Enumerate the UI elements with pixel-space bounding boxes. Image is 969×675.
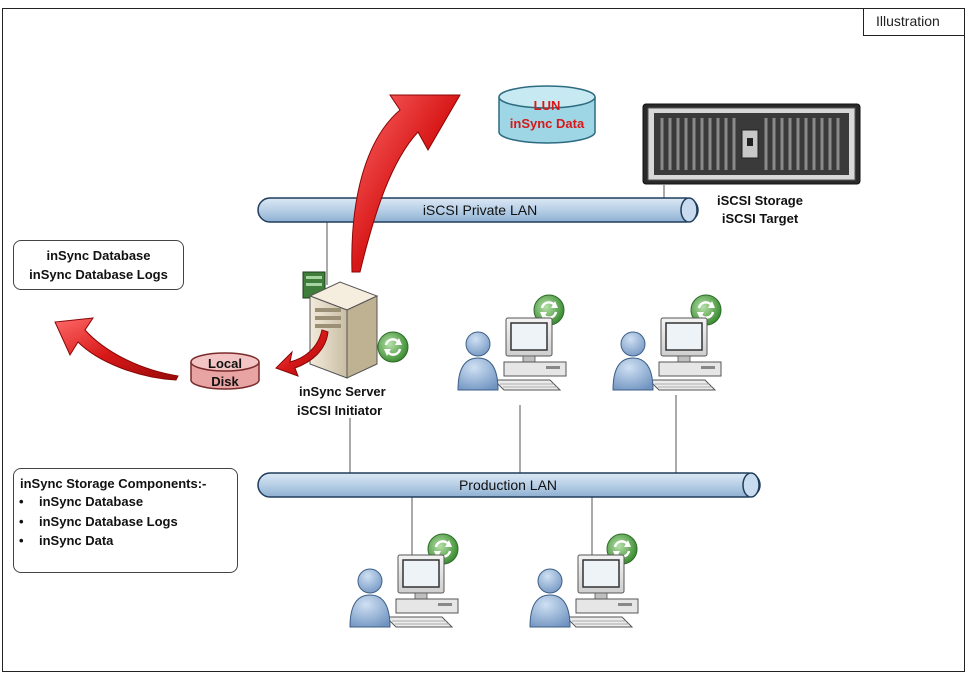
storage-target-label: iSCSI Target [721, 211, 799, 226]
local-disk-label-line1: Local [208, 356, 242, 371]
component-item-label: inSync Database Logs [39, 514, 178, 529]
component-item: •inSync Data [19, 533, 114, 548]
illustration-tag: Illustration [876, 13, 940, 29]
component-item: •inSync Database [19, 494, 144, 509]
component-item: •inSync Database Logs [19, 514, 178, 529]
workstation-2 [612, 317, 722, 391]
red-arrow-to-database [54, 317, 179, 381]
lun-cylinder [498, 85, 596, 144]
illustration-tag-box [863, 8, 965, 36]
production-lan-pipe [257, 472, 761, 498]
private-lan-label: iSCSI Private LAN [422, 202, 538, 218]
database-box: inSync Database inSync Database Logs [13, 240, 184, 290]
lun-insync-data-label: inSync Data [509, 116, 585, 131]
component-item-label: inSync Database [39, 494, 144, 509]
storage-array-icon [642, 103, 861, 185]
database-box-line1: inSync Database [46, 248, 151, 263]
local-disk-cylinder [190, 352, 260, 390]
lun-label: LUN [533, 98, 561, 113]
database-box-line2: inSync Database Logs [29, 267, 168, 282]
server-icon [302, 271, 379, 379]
red-arrow-to-local-disk [275, 329, 329, 377]
components-title: inSync Storage Components:- [20, 476, 207, 491]
component-item-label: inSync Data [39, 533, 114, 548]
server-sync-icon [376, 330, 410, 364]
workstation-3 [349, 554, 459, 628]
server-initiator-label: iSCSI Initiator [297, 403, 383, 418]
workstation-4 [529, 554, 639, 628]
storage-label: iSCSI Storage [717, 193, 803, 208]
diagram-frame [2, 8, 965, 672]
workstation-1 [457, 317, 567, 391]
red-arrow-to-lun [351, 94, 461, 273]
storage-components-box: inSync Storage Components:- •inSync Data… [13, 468, 238, 573]
local-disk-label-line2: Disk [211, 374, 239, 389]
production-lan-label: Production LAN [458, 477, 558, 493]
server-label: inSync Server [299, 384, 386, 399]
